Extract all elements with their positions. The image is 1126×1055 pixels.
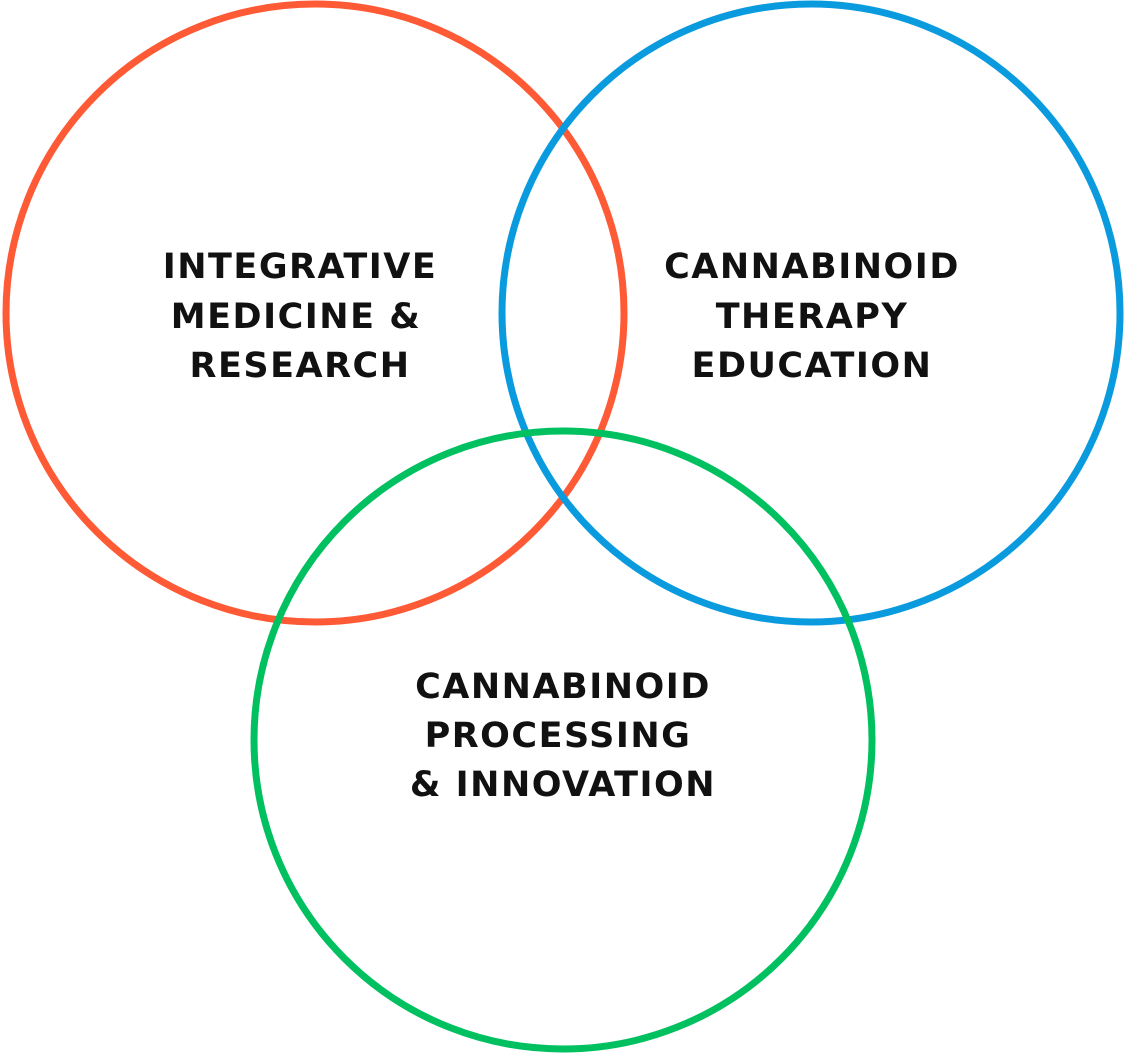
label-integrative-medicine: INTEGRATIVE MEDICINE & RESEARCH: [163, 247, 438, 386]
label-line: INTEGRATIVE: [163, 247, 438, 287]
label-cannabinoid-therapy: CANNABINOID THERAPY EDUCATION: [664, 247, 960, 386]
label-line: EDUCATION: [692, 346, 933, 386]
label-line: MEDICINE &: [171, 297, 421, 337]
label-cannabinoid-processing: CANNABINOID PROCESSING & INNOVATION: [410, 667, 716, 805]
label-line: RESEARCH: [190, 346, 411, 386]
label-line: & INNOVATION: [410, 765, 716, 805]
label-line: CANNABINOID: [664, 247, 960, 287]
circle-cannabinoid-therapy: [498, 0, 1124, 626]
circle-cannabinoid-processing: [250, 427, 876, 1053]
label-line: CANNABINOID: [415, 667, 711, 707]
label-line: PROCESSING: [425, 716, 692, 756]
label-line: THERAPY: [716, 297, 909, 337]
circle-integrative-medicine: [2, 0, 628, 626]
